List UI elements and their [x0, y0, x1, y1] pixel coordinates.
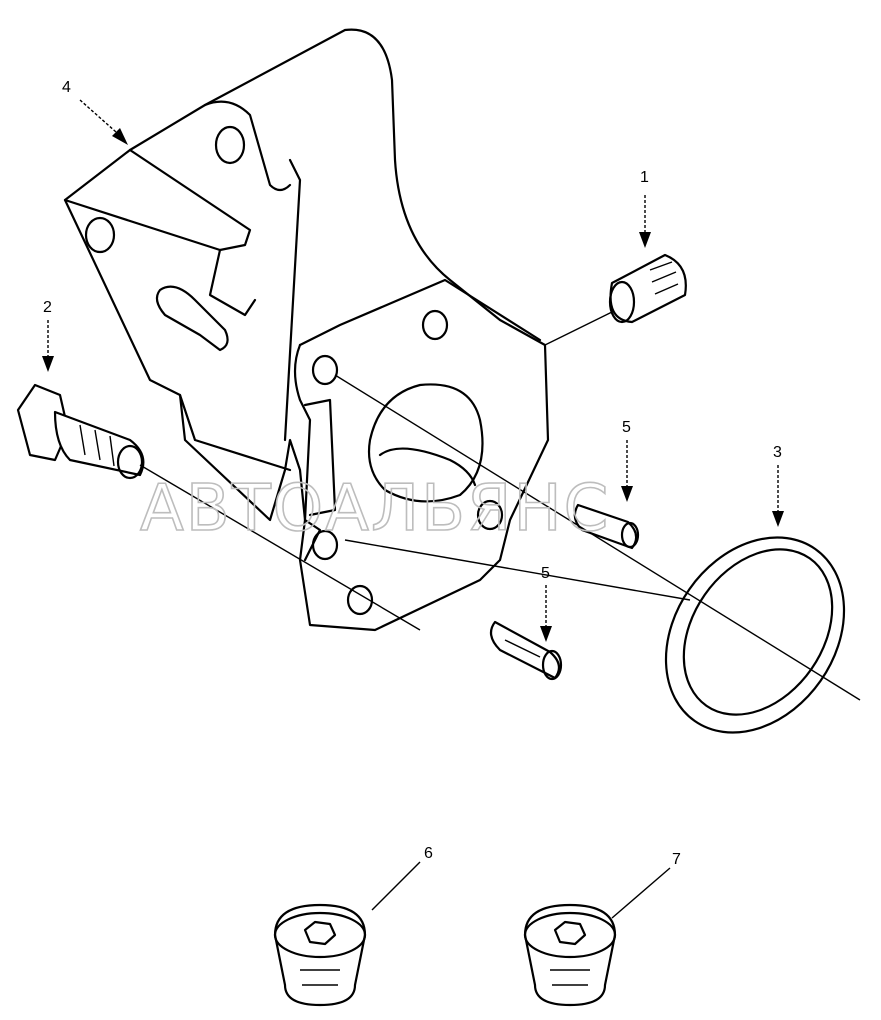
- bracket-housing: [63, 28, 550, 632]
- callout-3: 3: [773, 444, 782, 461]
- plug-part-7: [523, 903, 617, 1007]
- callout-2: 2: [43, 299, 52, 316]
- callout-4: 4: [62, 79, 71, 96]
- callout-6: 6: [424, 845, 433, 862]
- callout-arrows: [42, 99, 784, 919]
- callout-7: 7: [672, 851, 681, 868]
- bolt-part-2: [16, 383, 145, 480]
- alignment-lines: [139, 311, 861, 701]
- callout-5-lower: 5: [541, 565, 550, 582]
- callout-1: 1: [640, 169, 649, 186]
- plug-part-1: [608, 253, 687, 324]
- dowel-pin-upper: [573, 503, 640, 550]
- dowel-pin-lower: [489, 620, 563, 681]
- callout-5-upper: 5: [622, 419, 631, 436]
- watermark: АВТОАЛЬЯНС: [140, 472, 610, 546]
- plug-part-6: [273, 903, 367, 1007]
